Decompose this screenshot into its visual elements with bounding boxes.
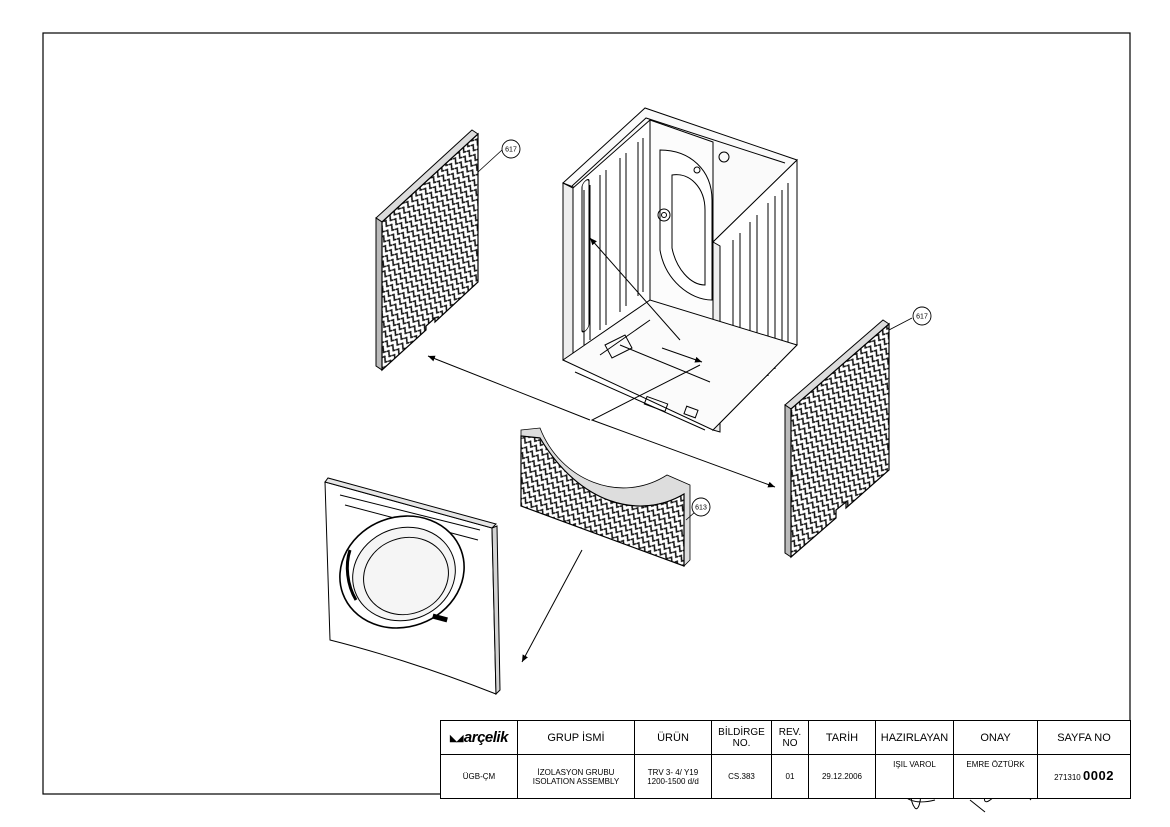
header-sayfa-no: SAYFA NO [1037,720,1131,755]
brand-logo: ◣◢arçelik [440,720,518,755]
value-hazirlayan: IŞIL VAROL [875,754,954,799]
header-tarih: TARİH [808,720,876,755]
header-rev-no: REV. NO [771,720,809,755]
title-block-value-row: ÜGB-ÇM İZOLASYON GRUBU ISOLATION ASSEMBL… [440,754,1131,799]
svg-text:617: 617 [916,314,928,321]
svg-text:617: 617 [505,147,517,154]
callout-left-617: 617 [477,139,521,173]
header-onay: ONAY [953,720,1038,755]
header-hazirlayan: HAZIRLAYAN [875,720,954,755]
drawing-border [42,32,1131,795]
title-block: ◣◢arçelik GRUP İSMİ ÜRÜN BİLDİRGE NO. RE… [440,720,1131,799]
value-grup-ismi: İZOLASYON GRUBU ISOLATION ASSEMBLY [517,754,635,799]
machine-cabinet [561,107,798,433]
right-insulation-panel [784,319,890,559]
value-bildirge-no: CS.383 [711,754,772,799]
value-rev-no: 01 [771,754,809,799]
callout-front-613: 613 [685,497,711,521]
svg-text:613: 613 [695,505,707,512]
front-insulation-panel [520,427,691,567]
value-tarih: 29.12.2006 [808,754,876,799]
header-urun: ÜRÜN [634,720,712,755]
callout-right-617: 617 [888,306,932,331]
value-sayfa-no: 271310 0002 [1037,754,1131,799]
value-code: ÜGB-ÇM [440,754,518,799]
header-bildirge-no: BİLDİRGE NO. [711,720,772,755]
value-onay: EMRE ÖZTÜRK [953,754,1038,799]
title-block-header-row: ◣◢arçelik GRUP İSMİ ÜRÜN BİLDİRGE NO. RE… [440,720,1131,755]
left-insulation-panel [375,129,479,372]
front-panel-with-door [324,477,501,696]
value-urun: TRV 3- 4/ Y19 1200-1500 d/d [634,754,712,799]
assembly-arrows [427,237,776,663]
header-grup-ismi: GRUP İSMİ [517,720,635,755]
